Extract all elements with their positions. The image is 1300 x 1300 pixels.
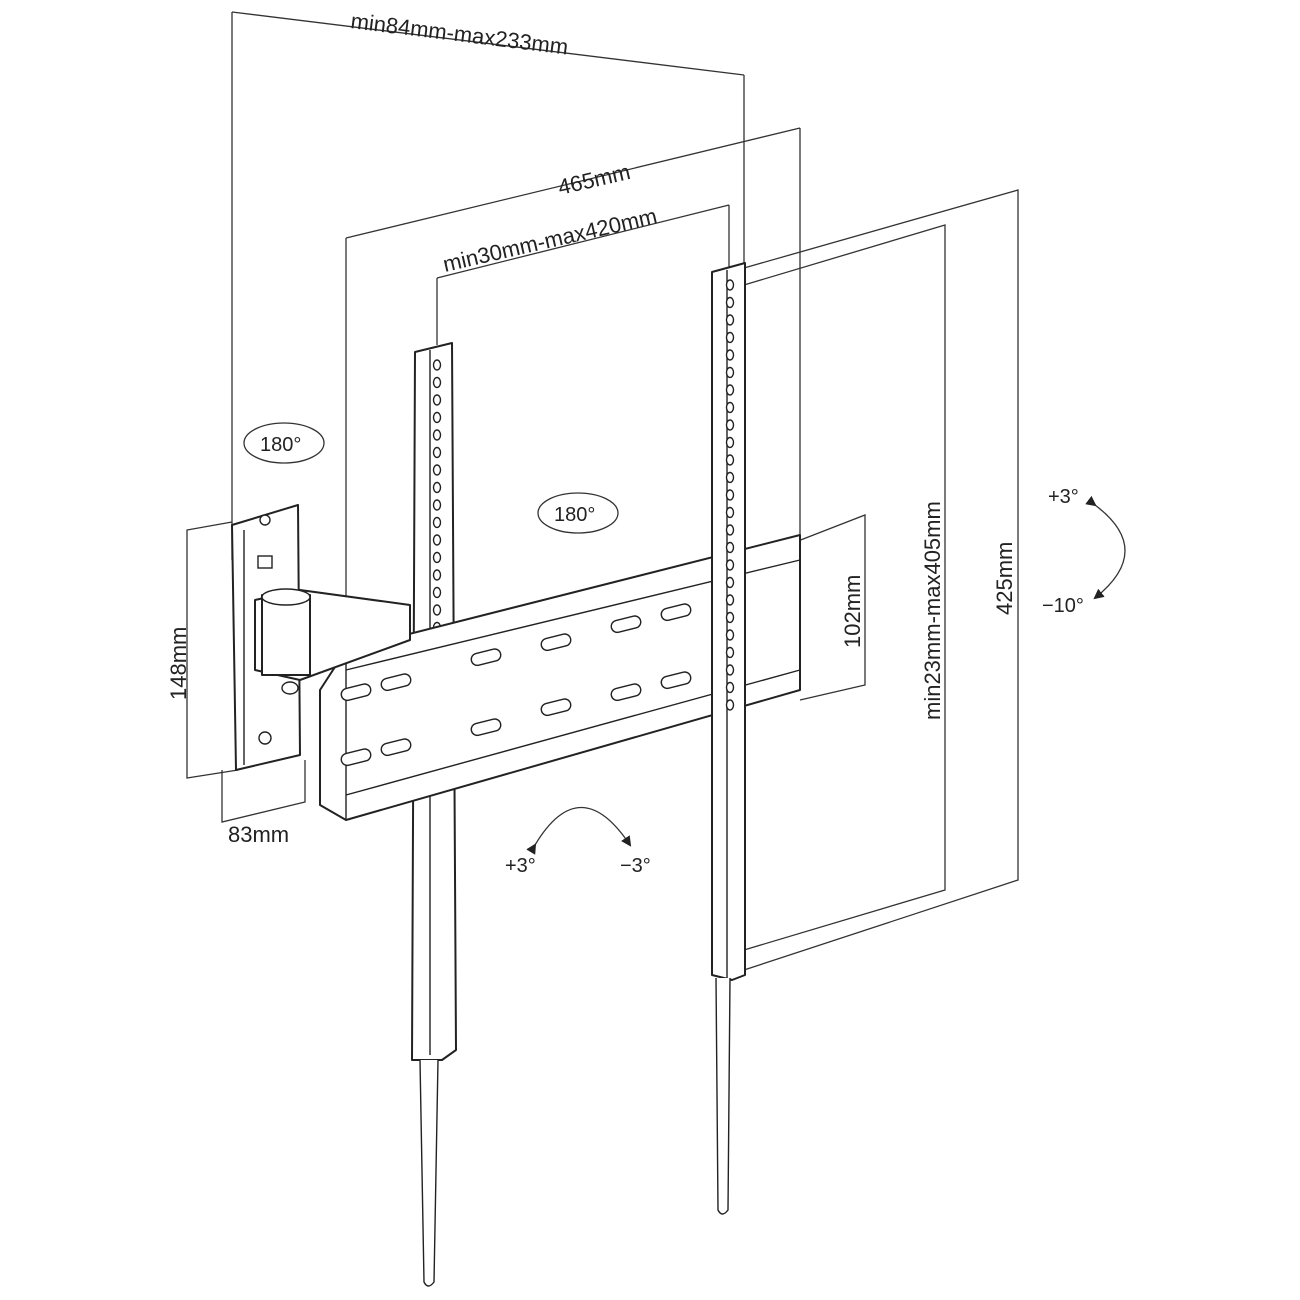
mount-hole (432, 569, 442, 581)
mount-hole (725, 366, 735, 379)
dimension-lines (186, 11, 1019, 971)
rail-slot (380, 673, 412, 692)
mount-hole (725, 681, 735, 694)
mount-hole (725, 646, 735, 659)
rail-slot (660, 671, 692, 690)
rail-slot (610, 615, 642, 634)
rail-height-label: 102mm (840, 575, 865, 648)
mount-hole (725, 664, 735, 676)
mount-hole (725, 419, 735, 431)
right-vertical-bracket (711, 262, 746, 1215)
swing-arm (254, 588, 411, 695)
tilt-up-label: +3° (1048, 486, 1079, 508)
mount-hole (432, 376, 442, 389)
mount-hole (432, 551, 442, 564)
swivel-arm-label: 180° (554, 504, 595, 526)
mount-hole (725, 489, 735, 501)
mount-hole (725, 559, 735, 571)
level-plus-label: +3° (505, 855, 536, 877)
mount-hole (432, 359, 442, 371)
mount-hole (725, 296, 735, 309)
mount-hole (432, 604, 442, 616)
rail-slot (540, 633, 572, 652)
mount-hole (432, 499, 442, 511)
mount-hole (725, 699, 735, 711)
rail-slot (470, 718, 502, 737)
mount-hole (432, 534, 442, 546)
rail-slot (610, 683, 642, 702)
mount-hole (725, 349, 735, 361)
swivel-wall-label: 180° (260, 434, 301, 456)
total-width-label: 465mm (556, 159, 633, 200)
swivel-wall-indicator: 180° (243, 422, 325, 464)
mount-hole (725, 541, 735, 554)
mount-hole (432, 464, 442, 476)
level-adjust-indicator: +3° −3° (505, 807, 651, 877)
mount-hole (432, 394, 442, 406)
wall-plate-width-label: 83mm (228, 822, 289, 847)
tilt-indicator: +3° −10° (1042, 486, 1126, 617)
total-height-label: 425mm (992, 542, 1017, 615)
mount-hole (432, 586, 442, 599)
mount-hole (725, 436, 735, 449)
depth-range-label: min84mm-max233mm (349, 8, 569, 59)
mount-hole (725, 506, 735, 519)
mount-hole (725, 401, 735, 414)
left-vertical-bracket (411, 342, 457, 1287)
rail-slot (660, 603, 692, 622)
mount-hole (725, 454, 735, 466)
mount-hole (725, 314, 735, 326)
rail-slot (540, 698, 572, 717)
tilt-down-label: −10° (1042, 595, 1084, 617)
level-minus-label: −3° (620, 855, 651, 877)
swivel-arm-indicator: 180° (537, 492, 619, 534)
mount-hole (432, 429, 442, 441)
mount-hole (725, 629, 735, 641)
mount-hole (432, 411, 442, 424)
vesa-vertical-label: min23mm-max405mm (920, 501, 945, 720)
vesa-horizontal-label: min30mm-max420mm (441, 203, 660, 277)
mount-hole (725, 279, 735, 291)
mount-hole (725, 471, 735, 484)
mount-hole (432, 516, 442, 529)
mount-hole (725, 576, 735, 589)
mount-hole (725, 611, 735, 624)
mount-hole (432, 481, 442, 494)
wall-plate-height-label: 148mm (166, 627, 191, 700)
mount-hole (725, 524, 735, 536)
rail-slot (340, 683, 372, 702)
rail-slot (380, 738, 412, 757)
mount-hole (725, 384, 735, 396)
rail-slot (340, 748, 372, 767)
rail-slot (470, 648, 502, 667)
mount-hole (432, 446, 442, 459)
mount-hole (725, 594, 735, 606)
mount-hole (725, 331, 735, 344)
